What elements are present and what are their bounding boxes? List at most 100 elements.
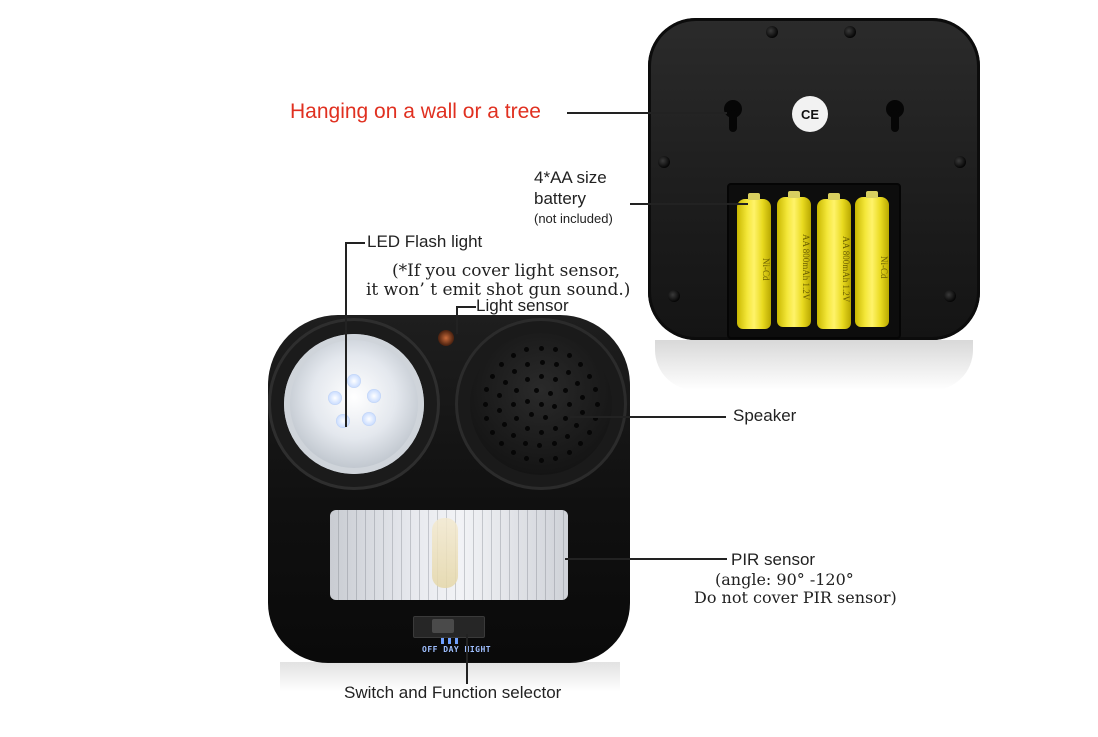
speaker-hole: [538, 373, 544, 379]
speaker-hole: [579, 409, 585, 415]
callout-line: [630, 203, 748, 205]
speaker-hole: [524, 377, 530, 383]
led-icon: [328, 391, 342, 405]
pir-lens-ridge: [563, 510, 564, 600]
speaker-hole: [551, 441, 557, 447]
switch-marker: [455, 638, 458, 644]
led-flash-label: LED Flash light: [367, 232, 483, 251]
speaker-hole: [538, 345, 544, 351]
speaker-hole: [552, 347, 558, 353]
callout-line: [345, 242, 365, 244]
speaker-hole: [502, 379, 508, 385]
speaker-hole: [498, 361, 504, 367]
pir-lens-ridge: [491, 510, 492, 600]
speaker-hole: [512, 368, 518, 374]
speaker-hole: [594, 401, 600, 407]
battery: AA 800mAh 1.2V: [817, 193, 851, 329]
speaker-hole: [482, 401, 488, 407]
screw-icon: [944, 290, 956, 302]
keyhole-icon: [884, 100, 906, 134]
speaker-hole: [525, 361, 531, 367]
speaker-hole: [514, 415, 520, 421]
callout-line: [565, 558, 727, 560]
speaker-hole: [538, 457, 544, 463]
speaker-hole: [524, 398, 530, 404]
pir-lens-ridge: [464, 510, 465, 600]
pir-lens-ridge: [473, 510, 474, 600]
speaker-hole: [523, 440, 529, 446]
switch-knob[interactable]: [432, 619, 454, 633]
pir-lens-ridge: [509, 510, 510, 600]
pir-lens-ridge: [356, 510, 357, 600]
speaker-hole: [547, 391, 553, 396]
speaker-hole: [586, 429, 592, 435]
pir-lens-ridge: [401, 510, 402, 600]
pir-lens-ridge: [554, 510, 555, 600]
speaker-hole: [490, 373, 495, 379]
battery-note: (not included): [534, 211, 613, 226]
battery-label: battery: [534, 189, 586, 208]
led-icon: [367, 389, 381, 403]
speaker-hole: [575, 381, 581, 387]
switch-position-labels: OFF DAY NIGHT: [422, 645, 492, 654]
speaker-hole: [566, 353, 572, 358]
speaker-hole: [592, 387, 598, 392]
speaker-hole: [542, 414, 548, 420]
pir-lens-ridge: [392, 510, 393, 600]
hanging-label: Hanging on a wall or a tree: [290, 100, 541, 123]
speaker-hole: [562, 415, 568, 421]
speaker-hole: [539, 359, 545, 365]
battery: Ni-Cd: [737, 193, 771, 329]
speaker-hole: [552, 377, 558, 383]
pir-lens-ridge: [383, 510, 384, 600]
speaker-hole: [537, 443, 543, 449]
light-sensor: [438, 330, 454, 346]
speaker-hole: [566, 370, 572, 376]
speaker-hole: [484, 415, 490, 421]
pir-lens-ridge: [518, 510, 519, 600]
speaker-hole: [552, 404, 558, 410]
pir-lens: [432, 518, 458, 588]
pir-lens-ridge: [428, 510, 429, 600]
pir-cover-note: Do not cover PIR sensor): [694, 588, 897, 607]
speaker-hole: [566, 401, 572, 407]
speaker-hole: [496, 407, 502, 413]
light-sensor-note: it won’ t emit shot gun sound.): [366, 280, 631, 300]
callout-line: [456, 306, 458, 334]
speaker-hole: [578, 441, 584, 447]
pir-lens-ridge: [374, 510, 375, 600]
callout-line: [570, 416, 726, 418]
pir-lens-ridge: [545, 510, 546, 600]
speaker-hole: [497, 393, 503, 399]
speaker-hole: [564, 434, 570, 440]
pir-lens-ridge: [419, 510, 420, 600]
battery: AA 800mAh 1.2V: [777, 191, 811, 327]
speaker-hole: [524, 347, 529, 353]
speaker-hole: [498, 441, 504, 447]
speaker-hole: [553, 362, 559, 368]
light-sensor-label: Light sensor: [476, 296, 569, 315]
callout-line: [466, 634, 468, 684]
battery-compartment: Ni-Cd AA 800mAh 1.2V AA 800mAh 1.2V Ni-C…: [727, 183, 901, 339]
reflection: [280, 662, 620, 692]
speaker-hole: [578, 361, 584, 367]
speaker-hole: [552, 425, 558, 431]
battery-label: 4*AA size: [534, 168, 607, 187]
speaker-hole: [538, 401, 544, 407]
speaker-hole: [524, 455, 529, 461]
speaker-hole: [501, 421, 507, 427]
screw-icon: [668, 290, 680, 302]
ce-mark: CE: [792, 96, 828, 132]
callout-line: [456, 306, 476, 308]
light-sensor-note: (*If you cover light sensor,: [392, 261, 620, 281]
pir-lens-ridge: [536, 510, 537, 600]
speaker-hole: [562, 387, 568, 393]
speaker-hole: [510, 449, 516, 455]
screw-icon: [766, 26, 778, 38]
speaker-hole: [490, 429, 495, 435]
pir-sensor-label: PIR sensor: [731, 550, 816, 569]
screw-icon: [658, 156, 670, 168]
speaker-hole: [566, 449, 572, 455]
speaker-hole: [529, 411, 535, 417]
switch-marker: [448, 638, 451, 644]
